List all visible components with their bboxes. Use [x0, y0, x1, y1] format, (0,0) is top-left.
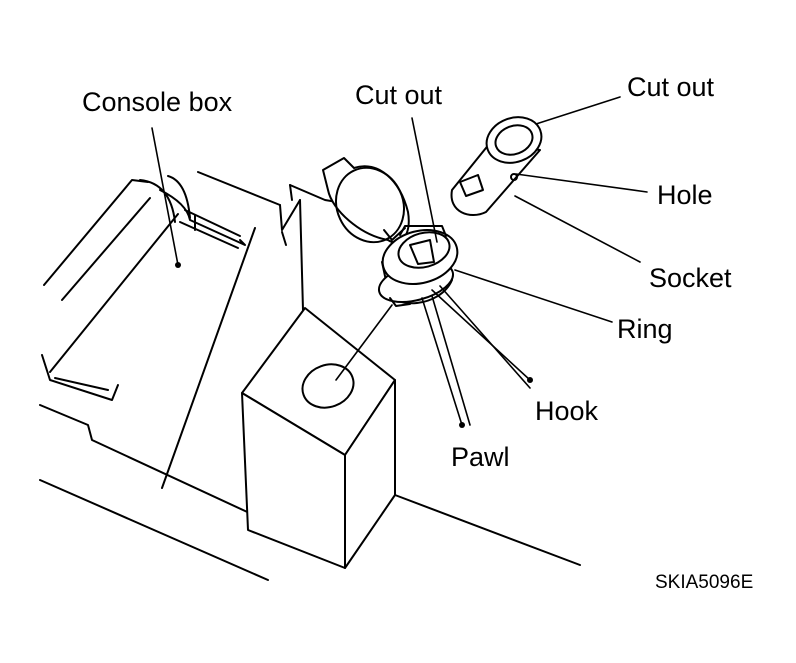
- label-cut-out-ring: Cut out: [355, 80, 443, 110]
- leader-console-box: [151, 127, 179, 266]
- leader-lines: [151, 96, 648, 426]
- socket-mount-block: [241, 304, 396, 569]
- label-ring: Ring: [617, 314, 673, 344]
- leader-hook-1: [431, 289, 531, 381]
- leader-dots: [175, 262, 533, 428]
- console-box-drawing: [39, 171, 581, 581]
- leader-cut-out-ring: [411, 117, 438, 243]
- leader-cut-out-socket: [535, 96, 621, 125]
- label-pawl: Pawl: [451, 442, 510, 472]
- leader-hole: [515, 173, 648, 193]
- leader-socket: [514, 195, 641, 263]
- leader-ring: [454, 269, 613, 323]
- leader-hook-2: [439, 285, 531, 389]
- label-hook: Hook: [535, 396, 599, 426]
- socket-cylinder: [450, 116, 543, 217]
- figure-code: SKIA5096E: [655, 572, 753, 593]
- label-socket: Socket: [649, 263, 732, 293]
- label-hole: Hole: [657, 180, 713, 210]
- leader-pawl-1: [421, 297, 463, 426]
- leader-pawl-2: [431, 295, 471, 426]
- label-cut-out-socket: Cut out: [627, 72, 715, 102]
- label-console-box: Console box: [82, 87, 233, 117]
